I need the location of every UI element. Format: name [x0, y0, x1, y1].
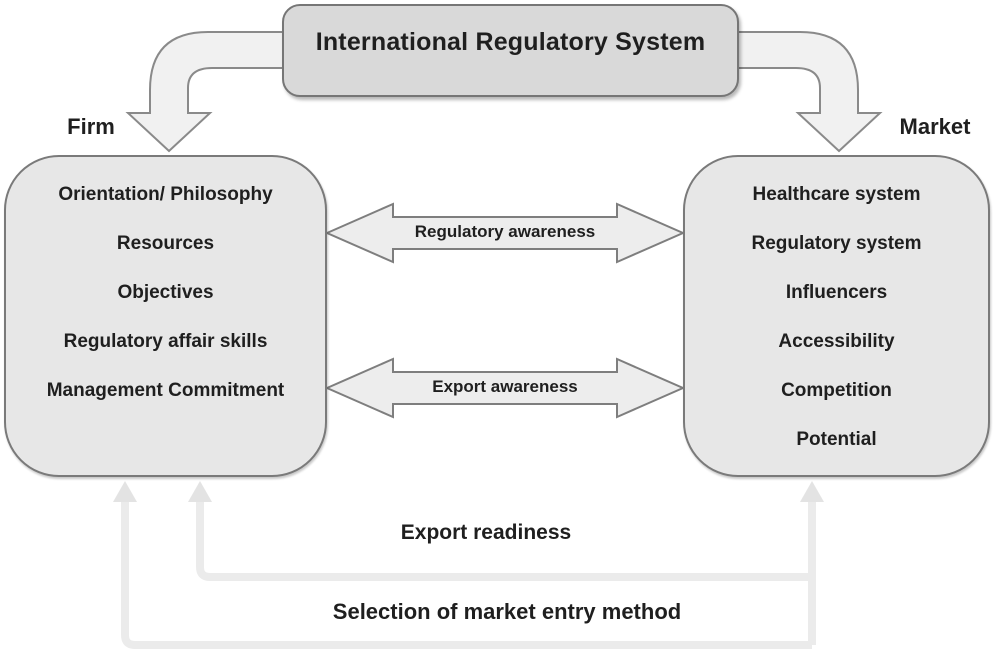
up-arrowhead-left-inner	[188, 481, 212, 502]
firm-box: Orientation/ Philosophy Resources Object…	[4, 155, 327, 477]
firm-box-item: Resources	[116, 233, 215, 254]
title-box: International Regulatory System	[282, 4, 739, 97]
market-box-item: Potential	[796, 429, 877, 450]
export-readiness-label: Export readiness	[400, 521, 572, 544]
left-bent-arrow	[125, 31, 289, 153]
title-text: International Regulatory System	[315, 28, 706, 56]
right-bent-arrow	[733, 31, 883, 153]
market-entry-line	[121, 490, 812, 649]
export-readiness-line	[196, 490, 812, 581]
market-box-item: Regulatory system	[751, 233, 922, 254]
export-awareness-label: Export awareness	[432, 377, 578, 396]
market-box-item: Influencers	[785, 282, 888, 303]
market-entry-label: Selection of market entry method	[332, 599, 682, 624]
market-box-item: Healthcare system	[752, 184, 921, 205]
up-arrowhead-left-outer	[113, 481, 137, 502]
market-box-item: Competition	[781, 380, 892, 401]
market-label: Market	[899, 114, 971, 139]
firm-box-item: Regulatory affair skills	[63, 331, 268, 352]
firm-box-item: Orientation/ Philosophy	[58, 184, 273, 205]
market-box: Healthcare system Regulatory system Infl…	[683, 155, 990, 477]
regulatory-awareness-label: Regulatory awareness	[414, 222, 596, 241]
up-arrowhead-right	[800, 481, 824, 502]
firm-label: Firm	[67, 114, 115, 139]
firm-box-item: Management Commitment	[46, 380, 285, 401]
market-box-item: Accessibility	[778, 331, 895, 352]
firm-box-item: Objectives	[117, 282, 214, 303]
